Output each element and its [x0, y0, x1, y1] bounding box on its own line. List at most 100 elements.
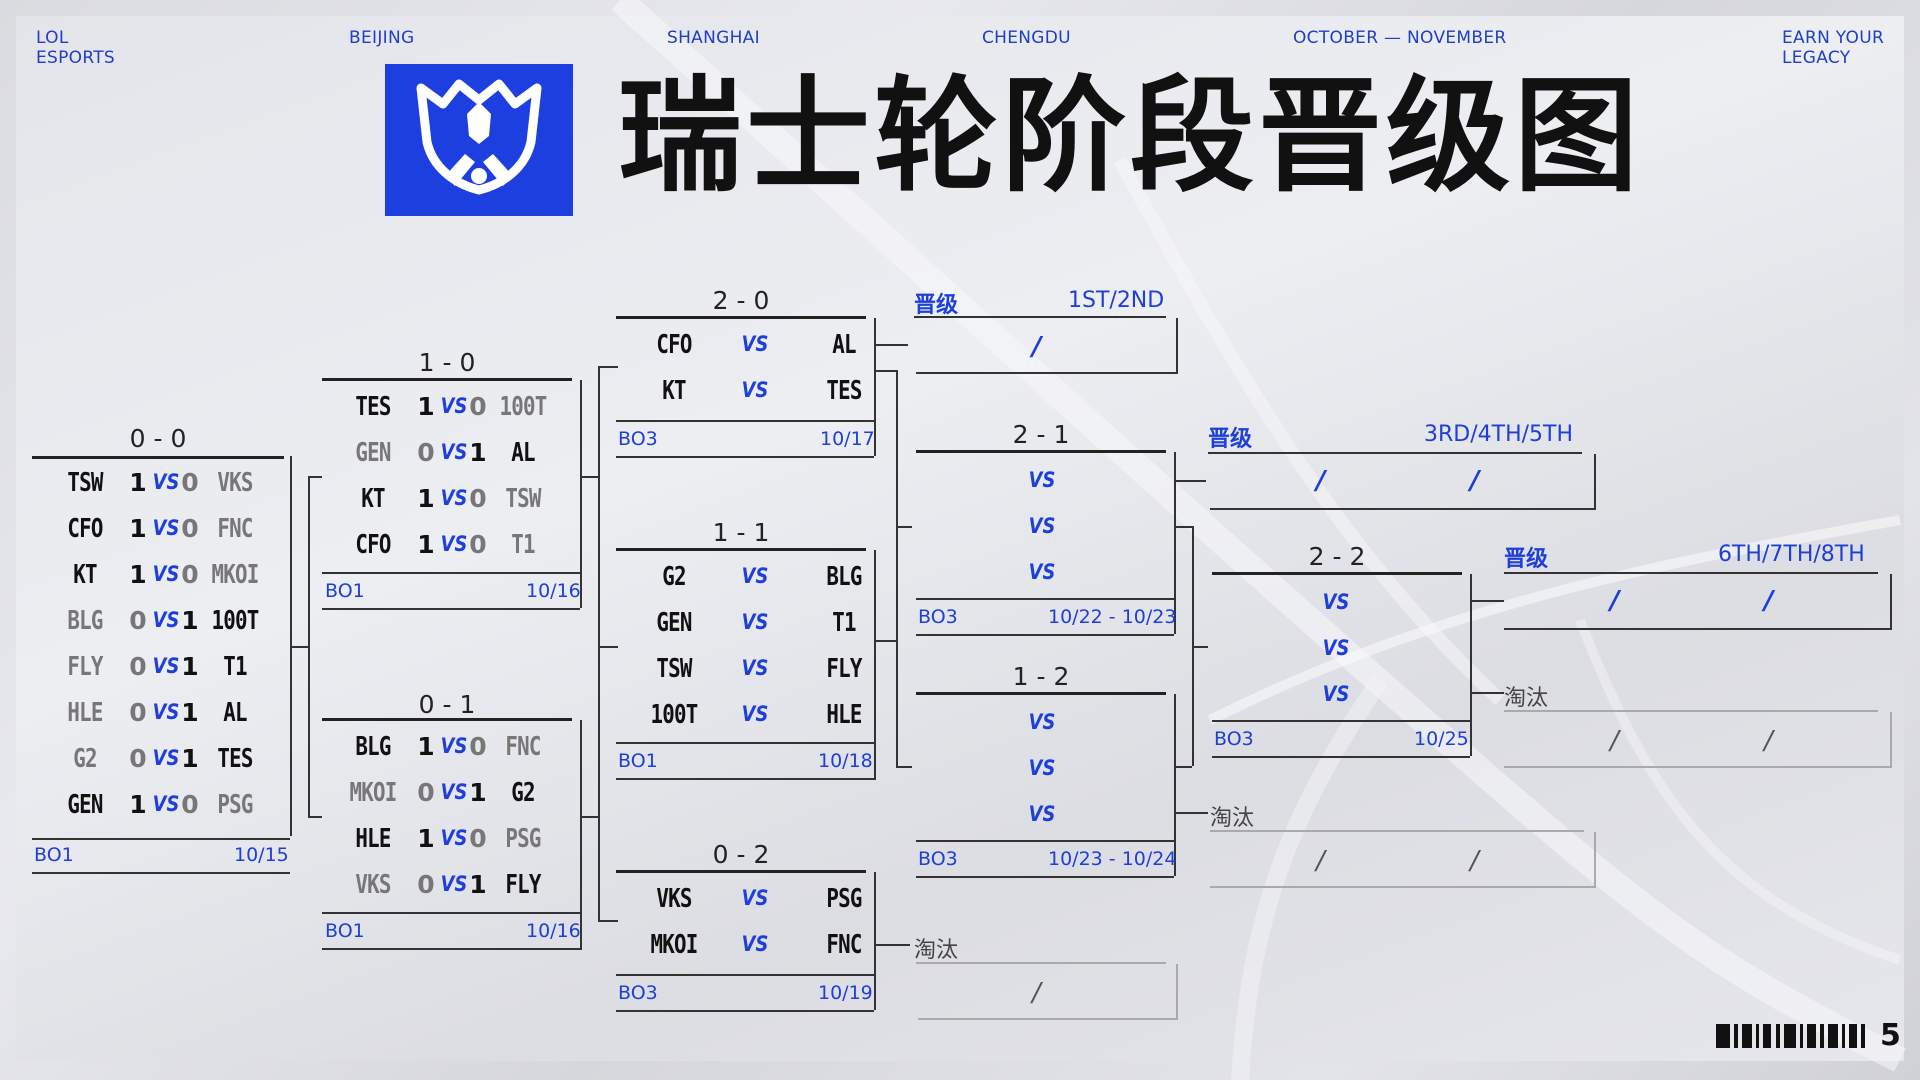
tagline: EARN YOUR LEGACY [1782, 28, 1884, 68]
record-1-2: 1 - 2 [1012, 662, 1070, 691]
score: 1 [181, 698, 199, 727]
score: 1 [181, 652, 199, 681]
round-top-line [616, 316, 866, 319]
team-name: AL [832, 330, 856, 360]
record-0-1: 0 - 1 [418, 690, 476, 719]
connector [1176, 812, 1208, 814]
date-label: 10/17 [820, 428, 875, 450]
round-right-border [580, 720, 582, 950]
round-top-line [616, 548, 866, 551]
team-name: G2 [73, 744, 97, 774]
vs-label: VS [741, 610, 769, 634]
date-label: 10/22 - 10/23 [1048, 606, 1177, 628]
team-name: BLG [355, 732, 391, 762]
placement-1st-2nd: 1ST/2ND [1068, 288, 1165, 313]
slot-separator: / [1764, 586, 1774, 616]
round-foot-line [32, 838, 290, 840]
city-chengdu: CHENGDU [982, 28, 1071, 48]
vs-label: VS [1322, 682, 1350, 706]
format-label: BO3 [918, 606, 958, 628]
slot-separator: / [1032, 978, 1041, 1008]
round-foot-line [916, 840, 1174, 842]
score: 1 [469, 778, 487, 807]
score: 0 [417, 438, 435, 467]
round-bottom-line [322, 608, 580, 610]
vs-label: VS [440, 440, 468, 464]
eliminated-top-line [1210, 830, 1584, 832]
round-foot-line [916, 598, 1174, 600]
connector [598, 366, 600, 648]
round-right-border [1174, 452, 1176, 634]
round-right-border [290, 456, 292, 836]
placement-top-line [1504, 572, 1878, 574]
tagline-line-1: EARN YOUR [1782, 28, 1885, 48]
eliminated-label: 淘汰 [1504, 686, 1549, 711]
eliminated-slot-box [1210, 832, 1596, 888]
vs-label: VS [152, 792, 180, 816]
round-foot-line [616, 742, 874, 744]
team-name: MKOI [349, 778, 398, 808]
score: 0 [469, 484, 487, 513]
round-top-line [616, 870, 866, 873]
score: 1 [181, 744, 199, 773]
connector [1472, 600, 1504, 602]
brand-text: LOL ESPORTS [36, 28, 115, 68]
round-bottom-line [616, 456, 874, 458]
team-name: 100T [650, 700, 699, 730]
score: 0 [129, 744, 147, 773]
score: 1 [417, 530, 435, 559]
city-shanghai: SHANGHAI [667, 28, 760, 48]
advance-label: 晋级 [1208, 427, 1253, 452]
format-label: BO1 [618, 750, 658, 772]
score: 0 [181, 560, 199, 589]
team-name: GEN [67, 790, 103, 820]
team-name: TES [826, 376, 862, 406]
record-2-1: 2 - 1 [1012, 420, 1070, 449]
format-label: BO3 [618, 982, 658, 1004]
date-label: 10/25 [1414, 728, 1469, 750]
connector [582, 476, 598, 478]
team-name: TES [355, 392, 391, 422]
connector [308, 476, 322, 478]
vs-label: VS [1028, 710, 1056, 734]
city-beijing: BEIJING [349, 28, 415, 48]
score: 0 [417, 778, 435, 807]
format-label: BO3 [1214, 728, 1254, 750]
score: 0 [469, 824, 487, 853]
brand-line-2: ESPORTS [36, 48, 116, 68]
round-bottom-line [916, 634, 1174, 636]
vs-label: VS [741, 656, 769, 680]
date-label: 10/23 - 10/24 [1048, 848, 1177, 870]
slot-separator: / [1470, 466, 1480, 496]
vs-label: VS [440, 532, 468, 556]
vs-label: VS [440, 826, 468, 850]
score: 1 [129, 560, 147, 589]
placement-6th-7th-8th: 6TH/7TH/8TH [1718, 542, 1865, 567]
score: 1 [417, 484, 435, 513]
team-name: CFO [656, 330, 692, 360]
team-name: AL [511, 438, 535, 468]
team-name: FLY [826, 654, 862, 684]
score: 0 [181, 514, 199, 543]
team-name: MKOI [211, 560, 260, 590]
team-name: KT [361, 484, 385, 514]
vs-label: VS [152, 516, 180, 540]
team-name: FNC [505, 732, 541, 762]
team-name: 100T [211, 606, 260, 636]
round-foot-line [616, 974, 874, 976]
team-name: GEN [656, 608, 692, 638]
slot-separator: / [1316, 846, 1325, 876]
record-0-0: 0 - 0 [129, 424, 187, 453]
vs-label: VS [440, 486, 468, 510]
vs-label: VS [152, 562, 180, 586]
team-name: FNC [217, 514, 253, 544]
team-name: G2 [662, 562, 686, 592]
placement-top-line [1208, 452, 1582, 454]
record-2-0: 2 - 0 [712, 286, 770, 315]
format-label: BO1 [325, 920, 365, 942]
team-name: HLE [826, 700, 862, 730]
vs-label: VS [440, 734, 468, 758]
record-2-2: 2 - 2 [1308, 542, 1366, 571]
team-name: PSG [217, 790, 253, 820]
page-number: 5 [1880, 1018, 1901, 1053]
